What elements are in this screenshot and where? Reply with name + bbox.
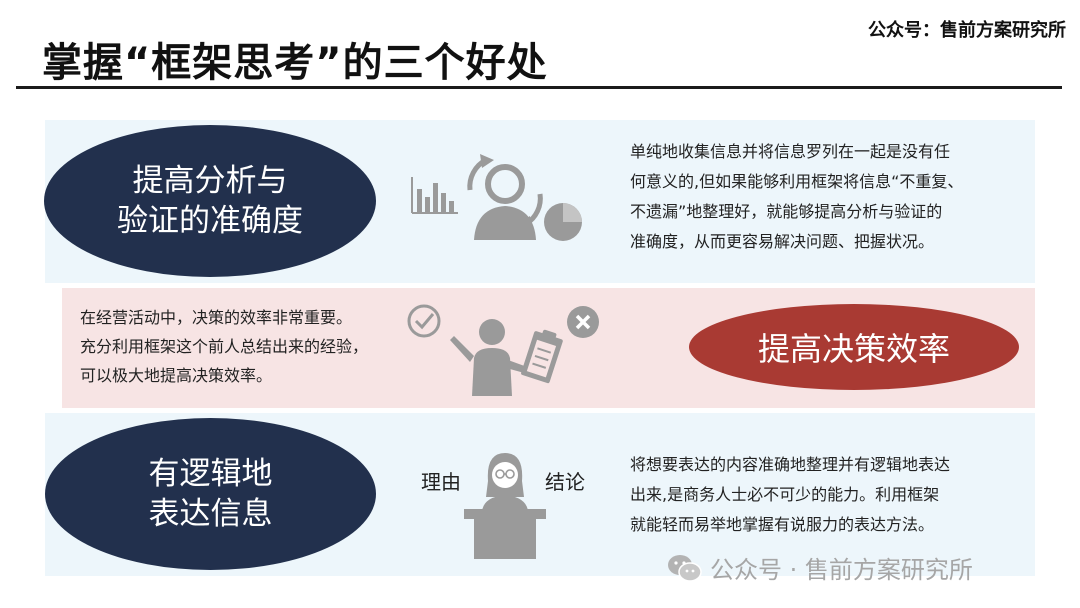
person-refresh-icon	[467, 154, 543, 240]
benefit-description-1: 单纯地收集信息并将信息罗列在一起是没有任 何意义的,但如果能够利用框架将信息“不…	[630, 142, 964, 251]
benefit-heading-2: 提高决策效率	[689, 304, 1019, 390]
benefit-heading-1-text: 提高分析与 验证的准确度	[117, 163, 303, 239]
bar-chart-icon	[411, 177, 458, 214]
reason-label: 理由	[421, 470, 461, 494]
benefit-heading-3-text: 有逻辑地 表达信息	[148, 456, 273, 532]
benefit-heading-1: 提高分析与 验证的准确度	[44, 125, 376, 277]
conclusion-label: 结论	[545, 470, 585, 494]
title-divider	[16, 86, 1062, 89]
page-title: 掌握“框架思考”的三个好处	[42, 40, 548, 86]
presenter-clipboard-icon	[450, 319, 563, 396]
benefit-description-3: 将想要表达的内容准确地整理并有逻辑地表达 出来,是商务人士必不可少的能力。利用框…	[630, 455, 951, 534]
benefit-description-2: 在经营活动中，决策的效率非常重要。 充分利用框架这个前人总结出来的经验， 可以极…	[80, 308, 369, 385]
speaker-podium-icon	[464, 453, 546, 559]
check-circle-icon	[407, 304, 441, 338]
pie-chart-icon	[544, 203, 582, 241]
benefit-heading-2-text: 提高决策效率	[757, 330, 950, 368]
benefit-heading-3: 有逻辑地 表达信息	[45, 418, 376, 570]
watermark-text: 公众号 · 售前方案研究所	[710, 556, 973, 584]
watermark: 公众号 · 售前方案研究所	[666, 550, 973, 585]
brand-label: 公众号：售前方案研究所	[868, 20, 1066, 41]
x-circle-icon	[567, 306, 599, 338]
wechat-icon	[668, 554, 702, 582]
